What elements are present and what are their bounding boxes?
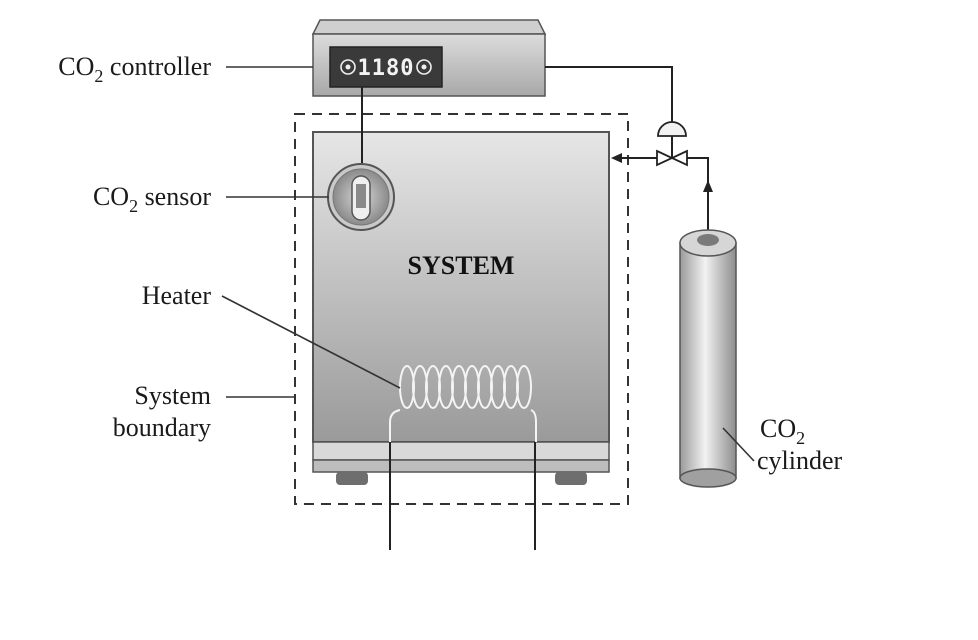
gas-flow-arrow: [703, 180, 713, 192]
controller-knob-left: [340, 59, 356, 75]
valve-control-line: [545, 66, 673, 122]
heater-coil: [389, 365, 537, 442]
boundary-label-line1: System: [134, 381, 211, 410]
controller-label: CO2 controller: [58, 52, 211, 86]
sensor-label: CO2 sensor: [93, 182, 211, 216]
cylinder-label-line1: CO2: [760, 414, 805, 448]
controller-knob-right: [416, 59, 432, 75]
co2-controller: 1180: [311, 19, 547, 97]
cabinet-foot-left: [336, 472, 368, 485]
co2-sensor: [327, 163, 395, 231]
valve: [656, 149, 675, 167]
cylinder-leader: [722, 427, 755, 462]
co2-cylinder: [679, 229, 737, 488]
heater-leader: [221, 295, 401, 389]
cylinder-label-line2: cylinder: [757, 446, 843, 475]
gas-supply-line: [687, 157, 709, 237]
valve-actuator: [657, 121, 687, 137]
system-boundary: [294, 113, 629, 505]
heater-label: Heater: [142, 281, 212, 310]
controller-readout: 1180: [358, 56, 415, 81]
boundary-label-line2: boundary: [113, 413, 211, 442]
cabinet-foot-right: [555, 472, 587, 485]
system-label: SYSTEM: [408, 251, 515, 280]
gas-inlet-arrow: [611, 153, 622, 163]
